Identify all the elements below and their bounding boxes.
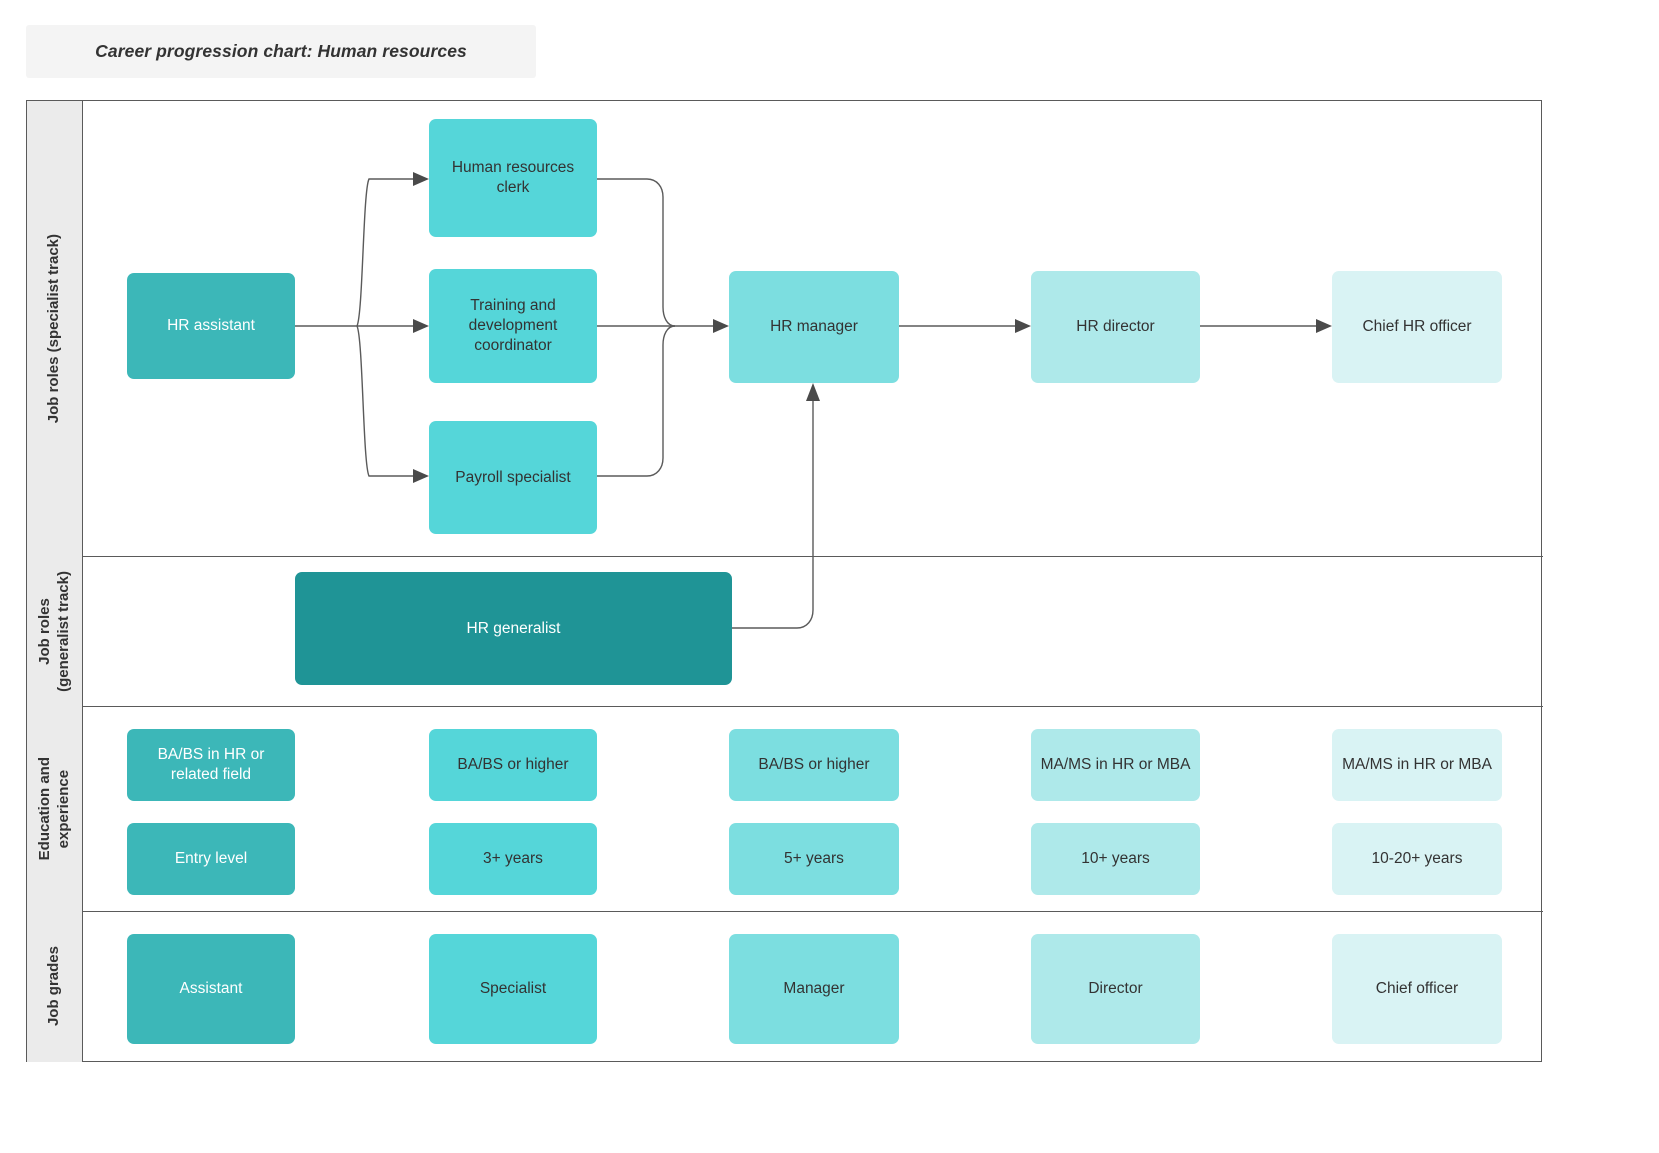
experience-director[interactable]: 10+ years <box>1031 823 1200 895</box>
row-label-text: Job grades <box>45 946 63 1027</box>
node-hr-director[interactable]: HR director <box>1031 271 1200 383</box>
node-chief-hr-officer[interactable]: Chief HR officer <box>1332 271 1502 383</box>
experience-specialist[interactable]: 3+ years <box>429 823 597 895</box>
row-label-text: Education and experience <box>35 756 72 861</box>
row-label-job-grades: Job grades <box>27 911 83 1062</box>
row-label-job-roles-generalist: Job roles (generalist track) <box>27 556 83 706</box>
lane-separator-generalist-education <box>27 706 1543 707</box>
chart-title-bar: Career progression chart: Human resource… <box>26 25 536 78</box>
row-label-text: Job roles (specialist track) <box>45 233 63 424</box>
connector-layer <box>295 172 1332 629</box>
experience-manager[interactable]: 5+ years <box>729 823 899 895</box>
education-degree-chief-officer[interactable]: MA/MS in HR or MBA <box>1332 729 1502 801</box>
grade-specialist[interactable]: Specialist <box>429 934 597 1044</box>
page-title: Career progression chart: Human resource… <box>95 41 467 61</box>
node-human-resources-clerk[interactable]: Human resources clerk <box>429 119 597 237</box>
experience-chief-officer[interactable]: 10-20+ years <box>1332 823 1502 895</box>
grade-director[interactable]: Director <box>1031 934 1200 1044</box>
node-hr-generalist[interactable]: HR generalist <box>295 572 732 685</box>
node-payroll-specialist[interactable]: Payroll specialist <box>429 421 597 534</box>
education-degree-manager[interactable]: BA/BS or higher <box>729 729 899 801</box>
node-hr-assistant[interactable]: HR assistant <box>127 273 295 379</box>
row-label-text: Job roles (generalist track) <box>35 570 72 692</box>
lane-separator-education-grades <box>27 911 1543 912</box>
row-label-education-experience: Education and experience <box>27 706 83 911</box>
education-degree-assistant[interactable]: BA/BS in HR or related field <box>127 729 295 801</box>
grade-manager[interactable]: Manager <box>729 934 899 1044</box>
row-label-job-roles-specialist: Job roles (specialist track) <box>27 101 83 556</box>
grade-chief-officer[interactable]: Chief officer <box>1332 934 1502 1044</box>
diagram-frame: Job roles (specialist track) Job roles (… <box>26 100 1543 1062</box>
education-degree-specialist[interactable]: BA/BS or higher <box>429 729 597 801</box>
experience-assistant[interactable]: Entry level <box>127 823 295 895</box>
node-hr-manager[interactable]: HR manager <box>729 271 899 383</box>
education-degree-director[interactable]: MA/MS in HR or MBA <box>1031 729 1200 801</box>
node-training-development-coordinator[interactable]: Training and development coordinator <box>429 269 597 383</box>
lane-separator-specialist-generalist <box>27 556 1543 557</box>
grade-assistant[interactable]: Assistant <box>127 934 295 1044</box>
